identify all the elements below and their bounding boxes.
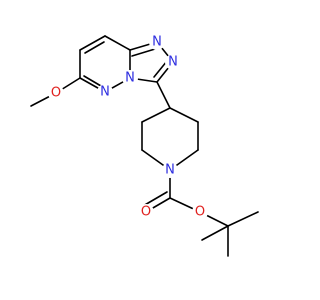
bond-n2-c6-double	[83, 75, 102, 87]
bond-c5-c4	[79, 35, 106, 51]
atom-label-n-triazole-top: N	[152, 35, 162, 50]
atom-o-ester: O	[192, 204, 208, 220]
atom-n-triazole-top: N	[149, 34, 165, 50]
bond-tbu-methyl-right	[227, 211, 259, 227]
molecule-structure-diagram: O N N N N N O O	[30, 34, 259, 257]
atom-label-n-piperidine: N	[165, 163, 175, 178]
bond-c4-c8a	[104, 35, 131, 51]
bond-c3-pip-c4	[156, 81, 171, 109]
bond-c8a-n-top-double	[131, 48, 156, 57]
bond-carbonyl-c-o-double	[142, 191, 168, 207]
bond-layer	[30, 35, 259, 257]
atom-n-pyridazine: N	[97, 84, 113, 100]
atom-n-triazole-right: N	[165, 54, 181, 70]
atom-label-layer: O N N N N N O O	[48, 34, 208, 220]
atom-label-o-carbonyl: O	[141, 205, 151, 220]
atom-o-methoxy: O	[48, 85, 64, 101]
atom-label-n-bridge: N	[125, 71, 135, 86]
bond-tbu-methyl-left	[201, 225, 229, 241]
bond-c5-c4-double	[84, 41, 105, 54]
bond-pip-c4-c3	[141, 107, 171, 123]
atom-label-o-ester: O	[195, 205, 205, 220]
atom-label-n-pyridazine: N	[100, 85, 110, 100]
atom-label-o-methoxy: O	[51, 86, 61, 101]
bond-pip-c5-c4	[169, 107, 199, 123]
atom-n-piperidine: N	[162, 162, 178, 178]
bond-n-right-c3-double	[153, 60, 168, 78]
atom-n-bridge: N	[122, 70, 138, 86]
atom-o-carbonyl: O	[138, 204, 154, 220]
atom-label-n-triazole-right: N	[168, 55, 178, 70]
